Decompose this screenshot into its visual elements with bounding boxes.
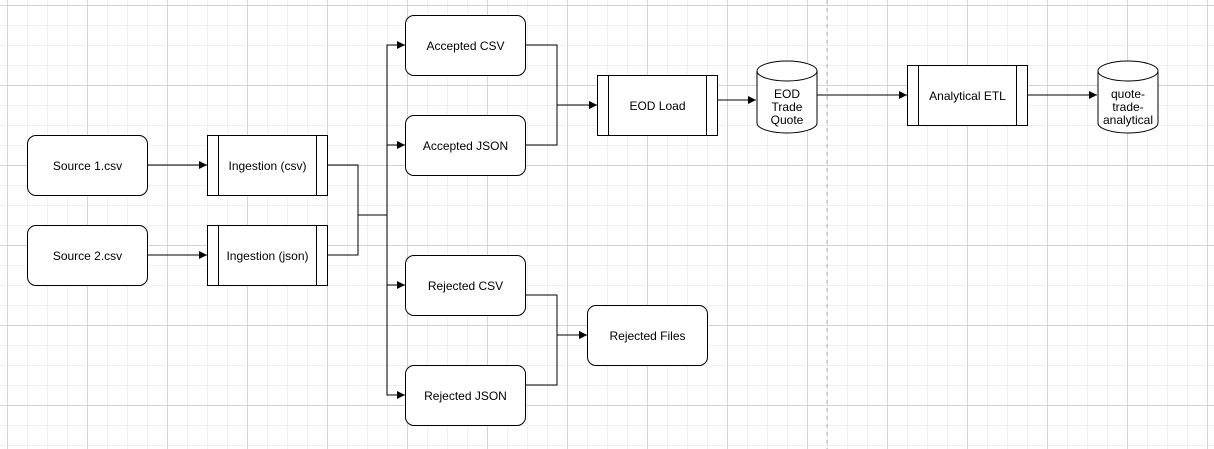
eod-trade-quote-line-1: EOD [773,86,800,101]
quote-trade-analytical-cylinder[interactable] [1097,60,1159,134]
rejected-files-label: Rejected Files [609,328,686,343]
rejected-csv-node[interactable]: Rejected CSV [405,255,526,316]
rejected-files-node[interactable]: Rejected Files [587,305,708,366]
ingestion-json-label: Ingestion (json) [226,248,309,263]
edge-rejected-json-rejected-files[interactable] [525,331,587,386]
eod-trade-quote-line-3: Quote [770,112,804,127]
source-2-label: Source 2.csv [52,248,123,263]
ingestion-csv-label: Ingestion (csv) [228,158,307,173]
rejected-csv-label: Rejected CSV [427,278,504,293]
accepted-csv-node[interactable]: Accepted CSV [405,15,526,76]
edge-accepted-json-eod-load[interactable] [525,101,597,146]
eod-trade-quote-line-2: Trade [771,99,803,114]
quote-trade-analytical-line-3: analytical [1102,112,1154,127]
source-1-label: Source 1.csv [52,158,123,173]
source-2-node[interactable]: Source 2.csv [27,225,148,286]
edge-hub-accepted-csv[interactable] [386,41,405,215]
ingestion-json-node[interactable]: Ingestion (json) [207,225,328,286]
eod-load-node[interactable]: EOD Load [597,75,718,136]
accepted-csv-label: Accepted CSV [426,38,505,53]
source-1-node[interactable]: Source 1.csv [27,135,148,196]
eod-trade-quote-label: EOD Trade Quote [757,86,817,128]
edge-accepted-csv-eod-load[interactable] [525,44,597,109]
edge-ingestion-csv-hub[interactable] [328,164,387,216]
eod-trade-quote-cylinder[interactable] [756,60,818,134]
accepted-json-node[interactable]: Accepted JSON [405,115,526,176]
edge-ingestion-json-hub[interactable] [328,214,387,256]
quote-trade-analytical-line-2: trade- [1112,99,1144,114]
rejected-json-label: Rejected JSON [424,388,507,403]
edge-hub-rejected-csv[interactable] [386,215,405,289]
quote-trade-analytical-line-1: quote- [1110,86,1146,101]
accepted-json-label: Accepted JSON [422,138,509,153]
quote-trade-analytical-label: quote- trade- analytical [1098,86,1158,128]
analytical-etl-node[interactable]: Analytical ETL [907,65,1028,126]
edge-hub-accepted-json[interactable] [386,141,405,215]
edge-rejected-csv-rejected-files[interactable] [525,294,587,339]
edge-hub-rejected-json[interactable] [386,215,405,399]
eod-load-label: EOD Load [629,98,686,113]
analytical-etl-label: Analytical ETL [929,88,1006,103]
ingestion-csv-node[interactable]: Ingestion (csv) [207,135,328,196]
rejected-json-node[interactable]: Rejected JSON [405,365,526,426]
